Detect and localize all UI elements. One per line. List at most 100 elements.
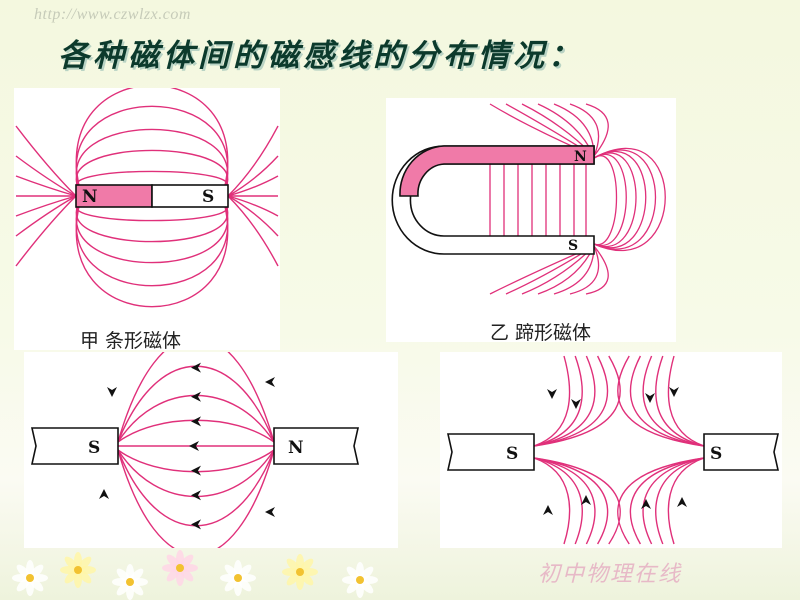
opposite-arrow-bottom-1 — [191, 465, 201, 476]
like-right-up-line-1 — [655, 355, 705, 447]
opposite-arrow-center — [189, 441, 199, 451]
like-left-up-line-2 — [533, 355, 596, 447]
opposite-arrow-top-1 — [191, 416, 201, 427]
bar-field-line-top-1 — [75, 149, 229, 191]
bar-pole-n: N — [82, 187, 98, 207]
opposite-poles-diagram: S N — [31, 352, 359, 548]
like-left-up-line-4 — [533, 355, 621, 447]
bar-field-line-bottom-1 — [75, 201, 229, 243]
bar-field-line-left-4 — [15, 195, 77, 217]
like-left-down-line-4 — [533, 457, 621, 545]
flower-3 — [162, 550, 198, 586]
opposite-field-line-top-3 — [117, 365, 275, 443]
horseshoe-magnet-panel: N S — [386, 98, 676, 342]
like-right-up-line-2 — [642, 355, 705, 447]
like-right-up-line-3 — [629, 355, 705, 447]
like-arrow-3 — [645, 393, 655, 403]
opposite-poles-panel: S N — [24, 352, 398, 548]
horseshoe-field-line-outer-0 — [593, 155, 618, 245]
like-left-down-line-1 — [533, 457, 583, 545]
opposite-arrow-top-2 — [191, 391, 201, 402]
horseshoe-magnet-diagram: N S — [391, 103, 666, 295]
horseshoe-field-line-outer-4 — [593, 149, 656, 250]
flower-decoration — [12, 550, 378, 600]
like-right-up-line-4 — [617, 355, 705, 447]
bar-field-line-top-4 — [75, 88, 229, 191]
flower-0 — [12, 560, 48, 596]
horseshoe-field-line-bottom-6 — [585, 245, 609, 295]
like-arrow-4 — [669, 387, 679, 397]
horseshoe-field-line-top-6 — [585, 103, 609, 157]
bar-field-line-right-2 — [227, 175, 279, 197]
bar-field-line-left-2 — [15, 175, 77, 197]
like-left-down-line-3 — [533, 457, 609, 545]
horseshoe-magnet-caption: 乙 蹄形磁体 — [490, 322, 592, 344]
like-arrow-5 — [543, 505, 553, 515]
like-left-magnet — [447, 433, 535, 471]
flower-4 — [220, 560, 256, 596]
opposite-arrow-left-bottom — [99, 489, 109, 499]
like-arrow-2 — [571, 399, 581, 409]
flower-6 — [342, 562, 378, 598]
opposite-right-magnet — [273, 427, 359, 465]
bar-field-line-left-1 — [15, 155, 77, 197]
bar-field-line-right-5 — [227, 195, 279, 237]
like-right-down-line-4 — [617, 457, 705, 545]
flower-1 — [60, 552, 96, 588]
like-arrow-7 — [641, 499, 651, 509]
like-right-down-line-2 — [642, 457, 705, 545]
horseshoe-field-line-top-5 — [569, 103, 600, 157]
bar-field-line-right-4 — [227, 195, 279, 217]
opposite-arrow-right-bottom — [265, 507, 275, 517]
slide-title: 各种磁体间的磁感线的分布情况： — [58, 38, 583, 74]
bar-magnet-panel: N S — [14, 88, 280, 350]
like-arrow-8 — [677, 497, 687, 507]
like-arrow-1 — [547, 389, 557, 399]
like-right-down-line-3 — [629, 457, 705, 545]
opposite-arrow-left-top — [107, 387, 117, 397]
horseshoe-north-arm — [399, 145, 595, 197]
bar-field-line-left-0 — [15, 125, 77, 197]
bar-pole-s: S — [202, 187, 214, 207]
bar-field-line-bottom-2 — [75, 201, 229, 264]
bar-magnet-caption: 甲 条形磁体 — [80, 330, 182, 352]
bar-field-line-top-3 — [75, 105, 229, 191]
like-right-down-line-0 — [667, 457, 705, 545]
like-left-down-line-2 — [533, 457, 596, 545]
like-left-up-line-1 — [533, 355, 583, 447]
opposite-field-line-bottom-2 — [117, 449, 275, 497]
bar-field-line-bottom-4 — [75, 201, 229, 308]
like-pole-right: S — [710, 444, 722, 464]
like-right-up-line-0 — [667, 355, 705, 447]
opposite-field-line-bottom-3 — [117, 449, 275, 527]
opposite-arrow-right-top — [265, 377, 275, 387]
like-left-down-line-0 — [533, 457, 571, 545]
horseshoe-field-line-outer-5 — [593, 147, 666, 252]
bar-magnet-diagram: N S — [15, 88, 279, 308]
opposite-field-line-bottom-4 — [117, 449, 275, 548]
brand-watermark: 初中物理在线 — [538, 562, 683, 587]
like-left-up-line-3 — [533, 355, 609, 447]
flower-5 — [282, 554, 318, 590]
bar-field-line-right-1 — [227, 155, 279, 197]
like-poles-diagram: S S — [447, 355, 779, 545]
bar-field-line-top-2 — [75, 128, 229, 191]
opposite-pole-left: S — [88, 438, 100, 458]
bar-field-line-right-0 — [227, 125, 279, 197]
like-left-up-line-0 — [533, 355, 571, 447]
opposite-arrow-top-3 — [191, 362, 201, 373]
bar-field-line-bottom-3 — [75, 201, 229, 287]
flower-2 — [112, 564, 148, 600]
like-right-magnet — [703, 433, 779, 471]
bar-field-line-right-6 — [227, 195, 279, 267]
like-pole-left: S — [506, 444, 518, 464]
horseshoe-field-line-outer-3 — [593, 150, 647, 249]
opposite-arrow-bottom-2 — [191, 490, 201, 501]
opposite-pole-right: N — [288, 438, 304, 458]
bar-field-line-left-5 — [15, 195, 77, 237]
opposite-field-line-top-2 — [117, 395, 275, 443]
horseshoe-field-line-bottom-5 — [569, 245, 600, 295]
horseshoe-field-line-outer-1 — [593, 154, 627, 247]
opposite-arrow-bottom-3 — [191, 519, 201, 530]
bar-field-line-left-6 — [15, 195, 77, 267]
